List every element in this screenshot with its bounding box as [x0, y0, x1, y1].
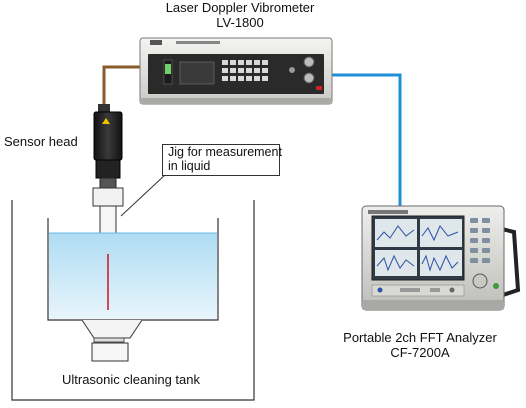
jig-callout: Jig for measurement in liquid: [162, 144, 280, 176]
signal-cable: [330, 75, 400, 206]
ultrasonic-cleaning-tank: [12, 200, 254, 400]
fft-analyzer-label: Portable 2ch FFT Analyzer CF-7200A: [320, 330, 520, 360]
sensor-head: [94, 104, 122, 188]
liquid: [49, 233, 217, 319]
vibrometer-label-line2: LV-1800: [130, 15, 350, 30]
portable-fft-analyzer: [362, 206, 518, 310]
tank-label: Ultrasonic cleaning tank: [6, 372, 256, 387]
fft-analyzer-label-line2: CF-7200A: [320, 345, 520, 360]
jig-label-line1: Jig for measurement: [168, 145, 282, 159]
jig-callout-line: [121, 174, 166, 216]
vibrometer-label: Laser Doppler Vibrometer LV-1800: [130, 0, 350, 30]
vibrometer-label-line1: Laser Doppler Vibrometer: [130, 0, 350, 15]
fft-analyzer-label-line1: Portable 2ch FFT Analyzer: [320, 330, 520, 345]
jig-label: Jig for measurement in liquid: [168, 145, 282, 173]
jig-label-line2: in liquid: [168, 159, 282, 173]
sensor-head-label: Sensor head: [4, 134, 78, 149]
laser-doppler-vibrometer-unit: [140, 38, 332, 104]
